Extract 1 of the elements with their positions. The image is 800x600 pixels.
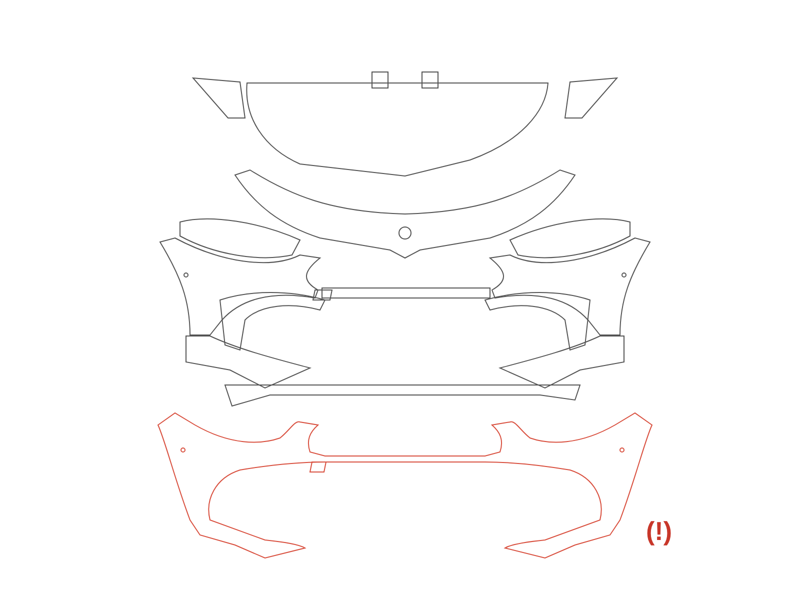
warning-mark: (!) bbox=[646, 516, 672, 547]
